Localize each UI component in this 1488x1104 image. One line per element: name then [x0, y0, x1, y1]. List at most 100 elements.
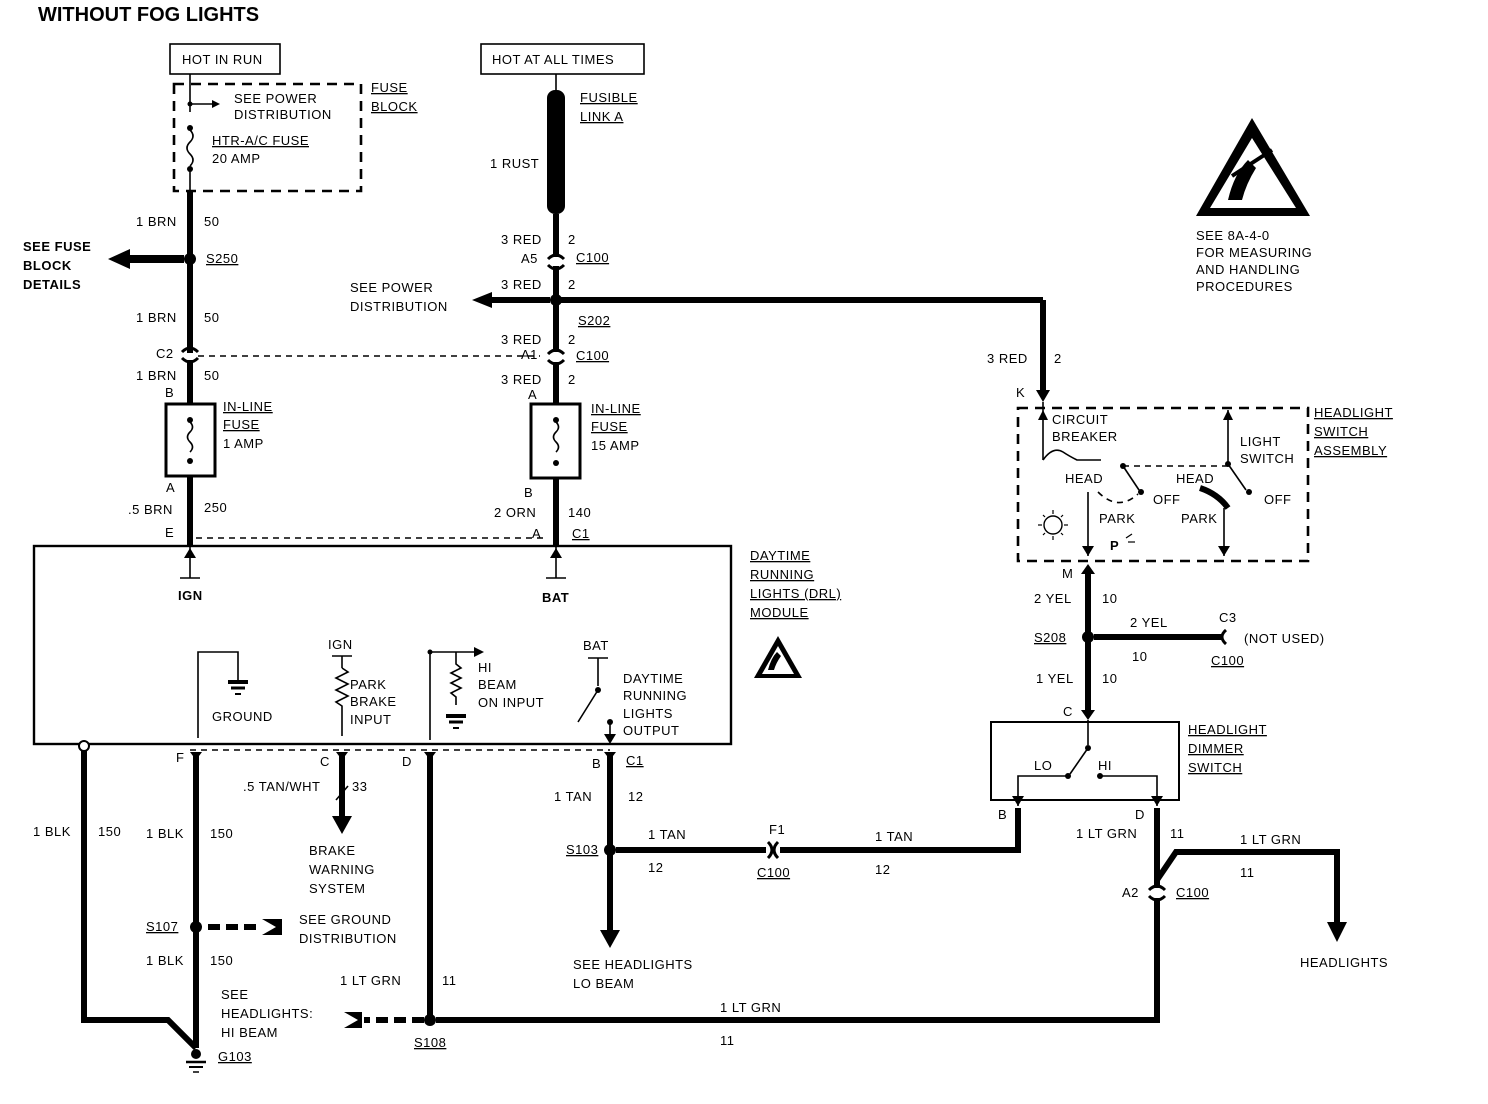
svg-text:SEE: SEE	[221, 987, 249, 1002]
diagram-title: WITHOUT FOG LIGHTS	[38, 4, 259, 26]
svg-text:DISTRIBUTION: DISTRIBUTION	[234, 107, 332, 122]
svg-text:33: 33	[352, 779, 367, 794]
svg-text:B: B	[592, 756, 601, 771]
resistor-icon	[334, 667, 350, 736]
svg-text:BEAM: BEAM	[478, 677, 517, 692]
svg-text:C1: C1	[572, 526, 590, 541]
svg-text:1 BRN: 1 BRN	[136, 310, 177, 325]
svg-text:F1: F1	[769, 822, 785, 837]
svg-text:SEE 8A-4-0: SEE 8A-4-0	[1196, 228, 1270, 243]
svg-text:LIGHT: LIGHT	[1240, 434, 1281, 449]
dimmer-switch-blade	[1069, 747, 1089, 775]
svg-text:11: 11	[1240, 865, 1255, 880]
svg-text:C100: C100	[1211, 653, 1244, 668]
svg-text:HEADLIGHTS:: HEADLIGHTS:	[221, 1006, 313, 1021]
svg-text:ASSEMBLY: ASSEMBLY	[1314, 443, 1387, 458]
svg-text:RUNNING: RUNNING	[750, 567, 814, 582]
svg-text:D: D	[1135, 807, 1145, 822]
fuse-icon	[186, 421, 194, 453]
svg-text:SWITCH: SWITCH	[1314, 424, 1368, 439]
svg-text:PROCEDURES: PROCEDURES	[1196, 279, 1293, 294]
svg-text:BLOCK: BLOCK	[371, 99, 418, 114]
svg-text:HI BEAM: HI BEAM	[221, 1025, 278, 1040]
svg-text:SEE POWER: SEE POWER	[350, 280, 433, 295]
svg-text:S107: S107	[146, 919, 178, 934]
fuse-icon	[552, 421, 560, 453]
dimmer-label: HEADLIGHT	[1188, 722, 1267, 737]
svg-text:AND HANDLING: AND HANDLING	[1196, 262, 1300, 277]
svg-text:12: 12	[628, 789, 643, 804]
svg-text:A1: A1	[521, 347, 538, 362]
svg-text:1 TAN: 1 TAN	[554, 789, 592, 804]
hot-in-run-label: HOT IN RUN	[182, 52, 263, 67]
svg-text:50: 50	[204, 214, 219, 229]
svg-text:M: M	[1062, 566, 1073, 581]
splice-s250	[184, 253, 196, 265]
svg-text:1 BRN: 1 BRN	[136, 214, 177, 229]
svg-text:3 RED: 3 RED	[501, 232, 542, 247]
svg-text:B: B	[998, 807, 1007, 822]
svg-text:DIMMER: DIMMER	[1188, 741, 1244, 756]
svg-text:E: E	[165, 525, 174, 540]
svg-text:SYSTEM: SYSTEM	[309, 881, 365, 896]
svg-text:11: 11	[1170, 826, 1185, 841]
inline-fuse-1amp	[164, 402, 217, 478]
svg-text:S108: S108	[414, 1035, 446, 1050]
svg-text:SWITCH: SWITCH	[1188, 760, 1242, 775]
svg-text:2: 2	[568, 372, 576, 387]
splice-s208	[1082, 631, 1094, 643]
svg-text:3 RED: 3 RED	[987, 351, 1028, 366]
svg-text:RUNNING: RUNNING	[623, 688, 687, 703]
svg-text:1 BRN: 1 BRN	[136, 368, 177, 383]
svg-text:C1: C1	[626, 753, 644, 768]
svg-text:MODULE: MODULE	[750, 605, 809, 620]
svg-text:BAT: BAT	[583, 638, 609, 653]
svg-text:BRAKE: BRAKE	[309, 843, 356, 858]
park-symbol-icon: P	[1110, 538, 1119, 553]
arrow-right-icon	[212, 100, 220, 108]
svg-text:HEADLIGHTS: HEADLIGHTS	[1300, 955, 1388, 970]
light-switch-blade	[1227, 463, 1247, 491]
svg-text:LO BEAM: LO BEAM	[573, 976, 634, 991]
svg-text:2: 2	[1054, 351, 1062, 366]
svg-text:ON INPUT: ON INPUT	[478, 695, 544, 710]
svg-text:C3: C3	[1219, 610, 1237, 625]
svg-text:1 BLK: 1 BLK	[146, 826, 184, 841]
svg-text:F: F	[176, 750, 184, 765]
splice-s202	[550, 294, 562, 306]
svg-text:C100: C100	[576, 348, 609, 363]
svg-text:B: B	[524, 485, 533, 500]
svg-text:HI: HI	[478, 660, 492, 675]
svg-text:PARK: PARK	[1181, 511, 1217, 526]
svg-text:250: 250	[204, 500, 227, 515]
resistor-icon	[449, 652, 463, 705]
svg-text:1 RUST: 1 RUST	[490, 156, 539, 171]
svg-text:15 AMP: 15 AMP	[591, 438, 640, 453]
svg-text:50: 50	[204, 368, 219, 383]
headlight-switch-assembly	[1016, 406, 1310, 563]
fuse-block-label: FUSE	[371, 80, 408, 95]
svg-text:S202: S202	[578, 313, 610, 328]
svg-text:SEE FUSE: SEE FUSE	[23, 239, 91, 254]
svg-text:12: 12	[875, 862, 890, 877]
fuse-block-outline	[172, 82, 363, 193]
svg-text:FUSE: FUSE	[223, 417, 260, 432]
svg-text:1 BLK: 1 BLK	[33, 824, 71, 839]
svg-text:LINK A: LINK A	[580, 109, 623, 124]
ground-circuit	[197, 651, 239, 738]
svg-text:3 RED: 3 RED	[501, 277, 542, 292]
ground-dist-arrow-icon	[262, 919, 282, 935]
svg-text:HEAD: HEAD	[1176, 471, 1214, 486]
splice-s103	[604, 844, 616, 856]
svg-text:PARK: PARK	[350, 677, 386, 692]
svg-text:140: 140	[568, 505, 591, 520]
svg-text:IGN: IGN	[328, 637, 353, 652]
light-bulb-icon	[1043, 515, 1063, 535]
svg-text:10: 10	[1102, 591, 1117, 606]
svg-text:OFF: OFF	[1153, 492, 1181, 507]
svg-text:OUTPUT: OUTPUT	[623, 723, 679, 738]
svg-text:G103: G103	[218, 1049, 252, 1064]
esd-warning-icon	[754, 636, 802, 678]
svg-text:C100: C100	[576, 250, 609, 265]
